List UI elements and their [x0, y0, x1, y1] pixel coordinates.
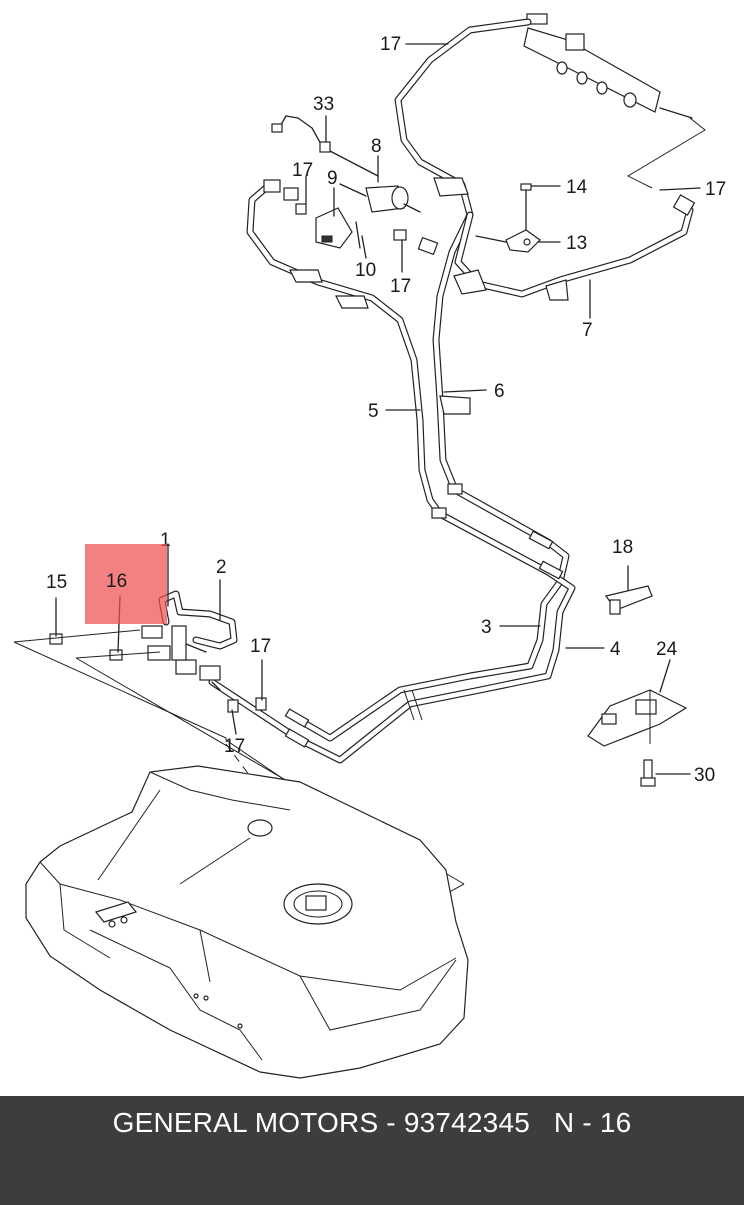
callout-8: 8 [371, 136, 382, 157]
callout-5: 5 [368, 401, 379, 422]
callout-30: 30 [694, 765, 715, 786]
highlight-box [85, 544, 167, 624]
callout-17: 17 [705, 179, 726, 200]
part-18 [604, 565, 653, 615]
callout-9: 9 [327, 168, 338, 189]
pipe-4 [208, 510, 576, 764]
pipe-3 [288, 486, 570, 742]
callout-2: 2 [216, 557, 227, 578]
callout-13: 13 [566, 233, 587, 254]
callout-24: 24 [656, 639, 678, 660]
callout-17: 17 [224, 736, 245, 757]
callout-7: 7 [582, 320, 593, 341]
callout-17: 17 [380, 34, 401, 55]
callout-17: 17 [250, 636, 271, 657]
pipe-clips [284, 177, 569, 748]
filter-bracket [315, 207, 361, 249]
callout-14: 14 [566, 177, 588, 198]
callout-1: 1 [160, 530, 171, 551]
bracket-24 [587, 689, 688, 747]
parts-diagram: 17 33 8 17 9 14 17 13 10 17 7 6 5 1 18 2… [13, 13, 726, 1079]
callouts: 17 33 8 17 9 14 17 13 10 17 7 6 5 1 18 2… [46, 34, 726, 786]
callout-6: 6 [494, 381, 505, 402]
bracket-13 [475, 183, 541, 253]
pipe-5 [246, 182, 444, 518]
pipe-6 [394, 18, 532, 494]
callout-10: 10 [355, 260, 376, 281]
bolt-30 [640, 759, 691, 787]
fuel-system-exploded-view: 17 33 8 17 9 14 17 13 10 17 7 6 5 1 18 2… [13, 13, 726, 1079]
callout-15: 15 [46, 572, 67, 593]
pipe-7 [454, 194, 696, 298]
connectors-top [263, 179, 439, 256]
fuel-tank [25, 765, 469, 1079]
footer-bar [0, 1096, 744, 1205]
callout-33: 33 [313, 94, 334, 115]
sensor-33 [271, 115, 331, 153]
leader-lines [55, 43, 701, 735]
callout-17: 17 [390, 276, 411, 297]
callout-18: 18 [612, 537, 633, 558]
fuel-filter [327, 149, 421, 213]
fuel-rail [523, 13, 706, 189]
callout-17: 17 [292, 160, 313, 181]
footer-text: GENERAL MOTORS - 93742345 N - 16 [112, 1107, 632, 1138]
callout-4: 4 [610, 639, 621, 660]
callout-3: 3 [481, 617, 492, 638]
